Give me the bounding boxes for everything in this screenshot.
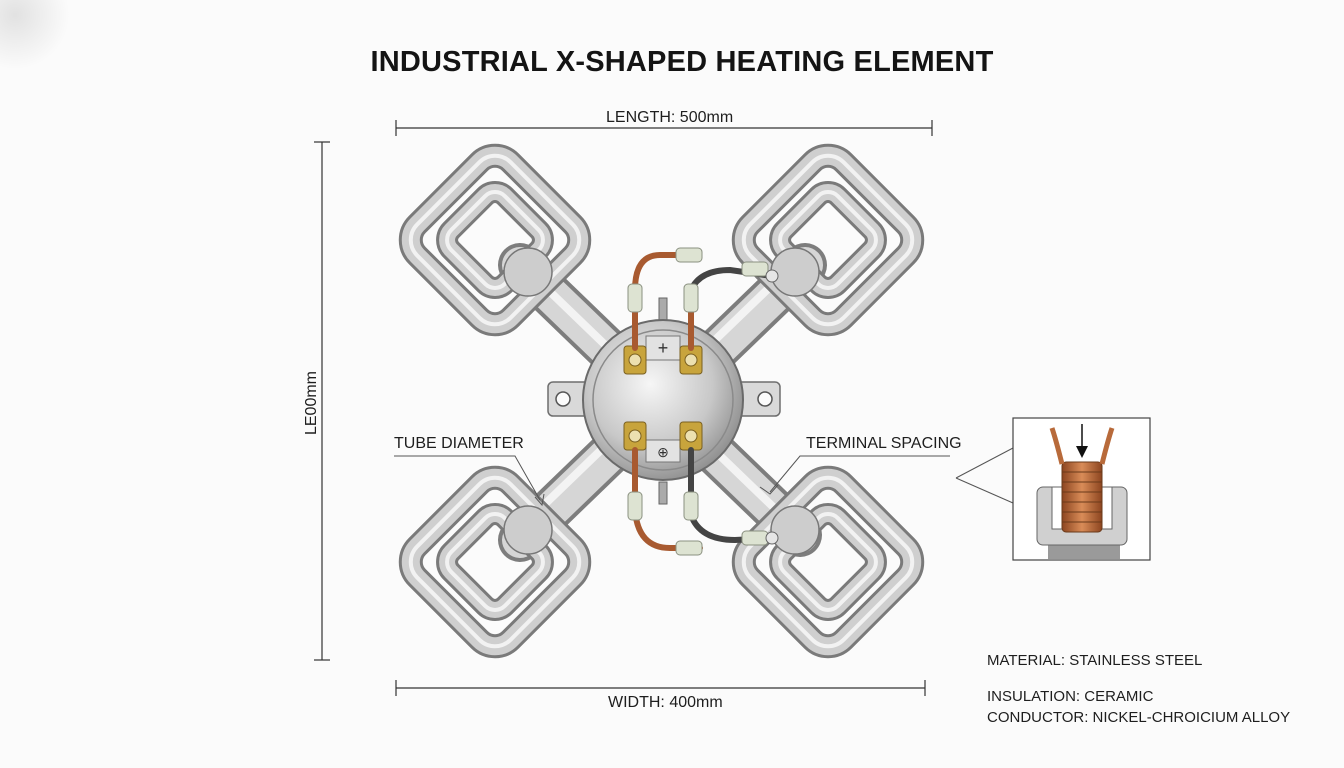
terminal-spacing-leader bbox=[759, 455, 950, 495]
length-dimension-line bbox=[395, 120, 933, 136]
svg-text:+: + bbox=[658, 338, 669, 358]
terminal-top-left bbox=[623, 345, 647, 375]
detail-inset bbox=[955, 417, 1151, 561]
ceramic-insulators bbox=[627, 247, 769, 556]
conductor-spec: CONDUCTOR: NICKEL-CHROICIUM ALLOY bbox=[987, 709, 1291, 726]
width-dimension-label: WIDTH: 400mm bbox=[608, 694, 723, 711]
length-dimension-label: LENGTH: 500mm bbox=[606, 109, 734, 126]
svg-text:⊕: ⊕ bbox=[657, 444, 669, 460]
diagram-title: INDUSTRIAL X-SHAPED HEATING ELEMENT bbox=[370, 46, 994, 78]
terminal-spacing-label: TERMINAL SPACING bbox=[806, 435, 962, 452]
terminal-hub: + ⊕ bbox=[582, 297, 744, 505]
insulation-spec: INSULATION: CERAMIC bbox=[987, 688, 1154, 705]
wire-lugs bbox=[765, 269, 779, 545]
terminal-bottom-left bbox=[623, 421, 647, 451]
material-spec: MATERIAL: STAINLESS STEEL bbox=[987, 652, 1203, 669]
height-dimension-line bbox=[314, 141, 330, 661]
arm-collars bbox=[503, 247, 820, 555]
height-dimension-label: LE00mm bbox=[303, 370, 320, 436]
terminal-bottom-right bbox=[679, 421, 703, 451]
tube-diameter-label: TUBE DIAMETER bbox=[394, 435, 524, 452]
width-dimension-line bbox=[395, 680, 926, 696]
tube-diameter-leader bbox=[394, 455, 545, 507]
